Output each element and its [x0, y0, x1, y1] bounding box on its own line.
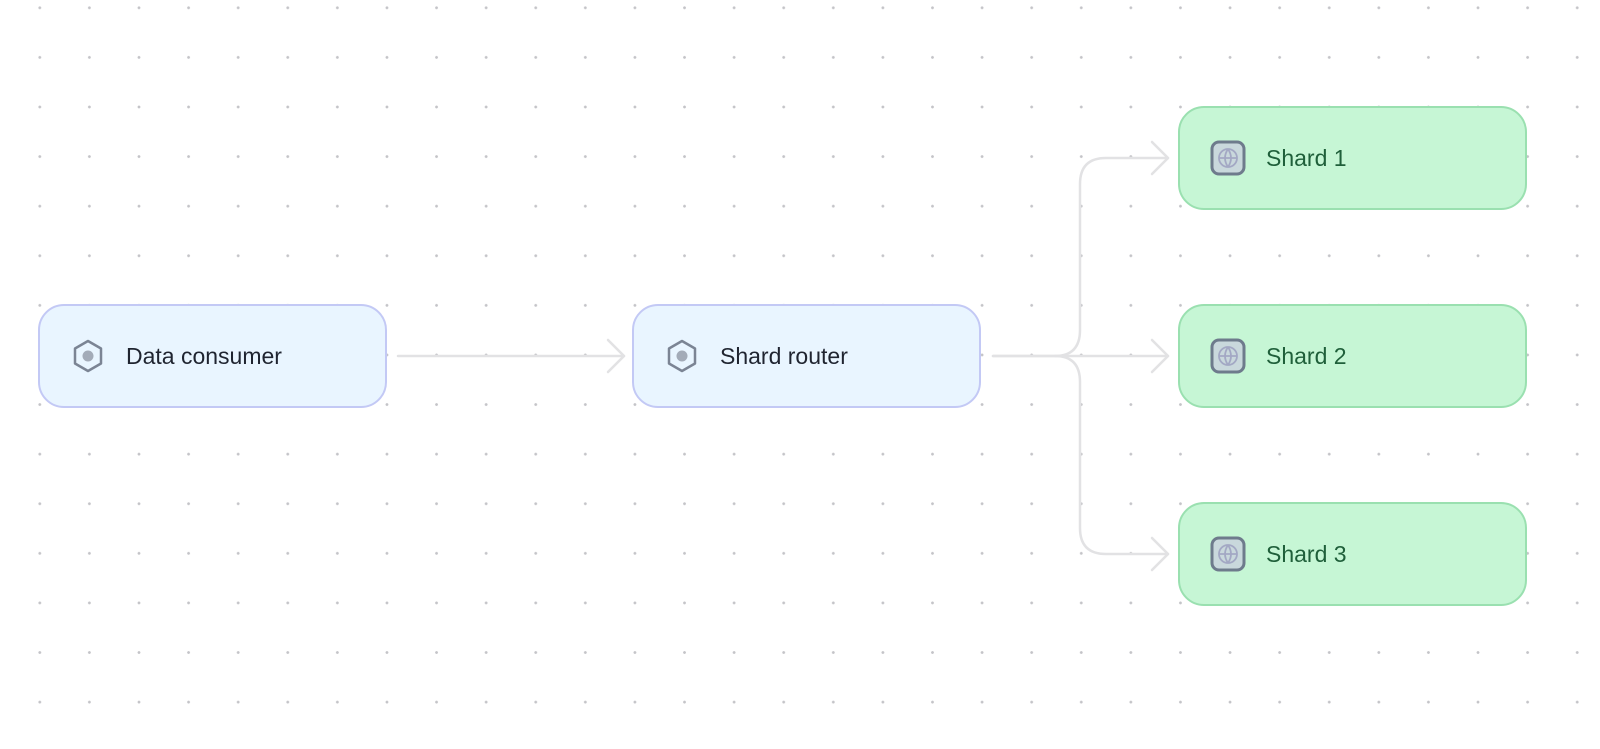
edge-consumer-router[interactable] [396, 338, 626, 374]
node-label: Shard 1 [1266, 144, 1347, 171]
edge-router-shard1[interactable] [991, 140, 1170, 358]
hexagon-dot-icon [664, 338, 700, 374]
edge-router-shard2[interactable] [991, 338, 1170, 374]
node-shard-2[interactable]: Shard 2 [1178, 304, 1527, 408]
node-label: Shard router [720, 342, 848, 369]
node-label: Data consumer [126, 342, 282, 369]
node-shard-router[interactable]: Shard router [632, 304, 981, 408]
hexagon-dot-icon [70, 338, 106, 374]
globe-icon [1210, 536, 1246, 572]
globe-icon [1210, 338, 1246, 374]
node-shard-1[interactable]: Shard 1 [1178, 106, 1527, 210]
node-data-consumer[interactable]: Data consumer [38, 304, 387, 408]
edge-router-shard3[interactable] [1053, 354, 1170, 572]
node-shard-3[interactable]: Shard 3 [1178, 502, 1527, 606]
globe-icon [1210, 140, 1246, 176]
node-label: Shard 3 [1266, 540, 1347, 567]
node-label: Shard 2 [1266, 342, 1347, 369]
